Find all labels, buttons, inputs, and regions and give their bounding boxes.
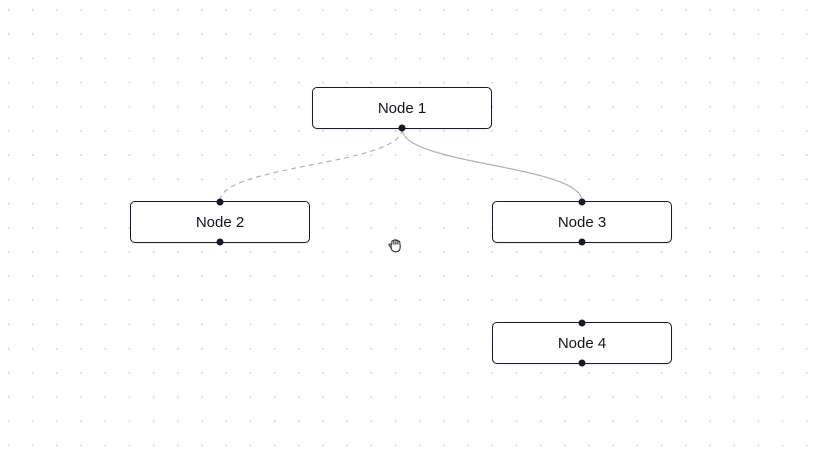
node-2-label: Node 2 bbox=[195, 213, 245, 231]
edge-node1-node3[interactable] bbox=[401, 128, 583, 202]
node-3-target-handle[interactable] bbox=[578, 198, 586, 206]
node-4-target-handle[interactable] bbox=[578, 319, 586, 327]
edge-node1-node2[interactable] bbox=[219, 128, 403, 202]
node-1-source-handle[interactable] bbox=[398, 124, 406, 132]
node-4-source-handle[interactable] bbox=[578, 359, 586, 367]
flow-node-2[interactable]: Node 2 bbox=[130, 198, 310, 246]
flow-node-4[interactable]: Node 4 bbox=[492, 319, 672, 367]
node-3-source-handle[interactable] bbox=[578, 238, 586, 246]
flow-node-3[interactable]: Node 3 bbox=[492, 198, 672, 246]
flow-node-1[interactable]: Node 1 bbox=[312, 87, 492, 132]
grab-cursor-icon bbox=[388, 239, 401, 253]
node-1-label: Node 1 bbox=[377, 99, 427, 117]
node-3-label: Node 3 bbox=[557, 213, 607, 231]
node-4-label: Node 4 bbox=[557, 334, 607, 352]
node-2-source-handle[interactable] bbox=[216, 238, 224, 246]
node-2-target-handle[interactable] bbox=[216, 198, 224, 206]
